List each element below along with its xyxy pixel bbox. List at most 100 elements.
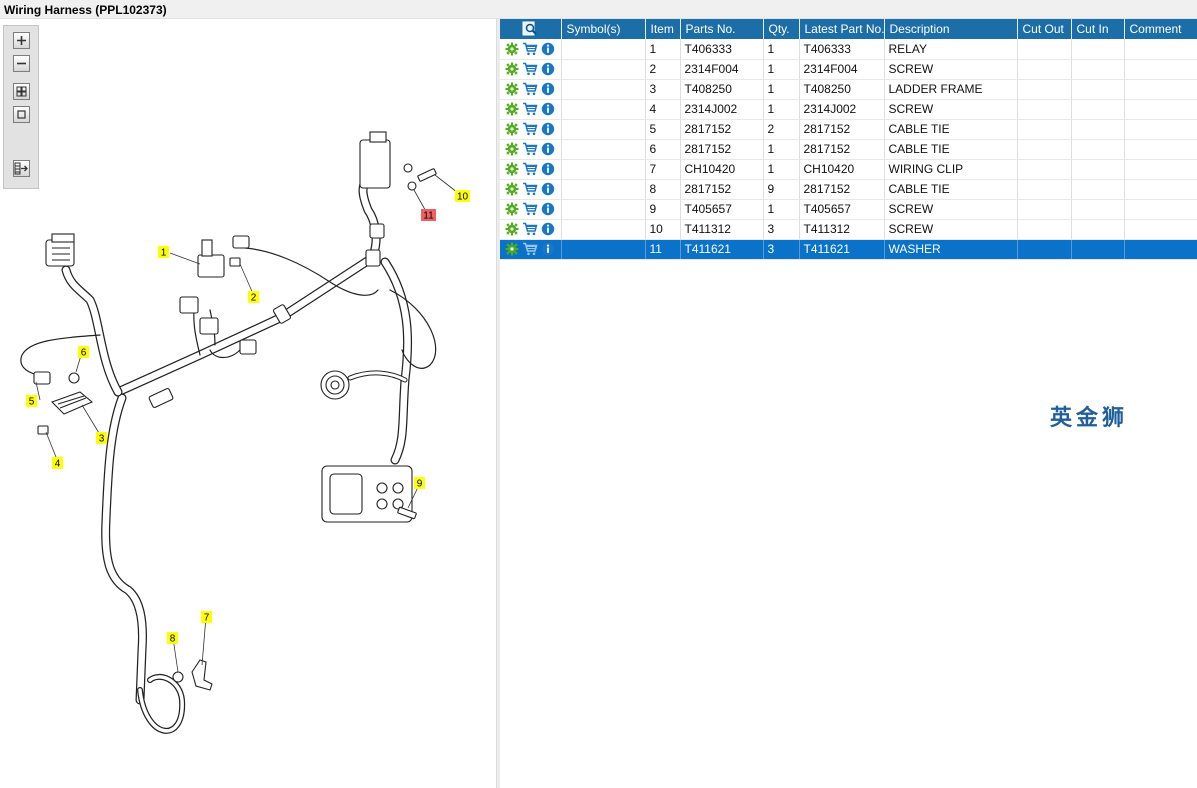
item-cell: 2 <box>645 59 681 80</box>
actual-size-button[interactable] <box>13 106 30 123</box>
qty-cell: 3 <box>763 239 800 260</box>
column-header-item[interactable]: Item <box>645 19 681 39</box>
fit-all-button[interactable] <box>13 83 30 100</box>
column-header-qty[interactable]: Qty. <box>763 19 800 39</box>
symbols-cell <box>561 59 646 80</box>
description-cell: LADDER FRAME <box>884 79 1018 100</box>
zoom-out-button[interactable] <box>13 55 30 72</box>
cart-icon[interactable] <box>522 121 538 137</box>
info-icon[interactable] <box>540 121 556 137</box>
info-icon[interactable] <box>540 181 556 197</box>
info-icon[interactable] <box>540 41 556 57</box>
latest-part-no-cell: 2817152 <box>799 179 885 200</box>
column-header-parts-no[interactable]: Parts No. <box>680 19 764 39</box>
cut-in-cell <box>1071 59 1125 80</box>
callout-7[interactable]: 7 <box>201 611 212 624</box>
gear-icon[interactable] <box>504 221 520 237</box>
row-actions-cell <box>500 79 562 100</box>
parts-no-cell: T405657 <box>680 199 764 220</box>
gear-icon[interactable] <box>504 81 520 97</box>
info-icon[interactable] <box>540 221 556 237</box>
column-header-cut-in[interactable]: Cut In <box>1071 19 1125 39</box>
diagram-pane[interactable]: 1 2 3 4 5 6 7 <box>0 19 496 788</box>
export-button[interactable] <box>13 160 30 177</box>
column-header-latest-part-no[interactable]: Latest Part No. <box>799 19 885 39</box>
info-icon[interactable] <box>540 141 556 157</box>
cut-in-cell <box>1071 239 1125 260</box>
symbols-cell <box>561 139 646 160</box>
info-icon[interactable] <box>540 201 556 217</box>
comment-cell <box>1124 159 1197 180</box>
column-header-actions[interactable] <box>500 19 562 39</box>
gear-icon[interactable] <box>504 181 520 197</box>
comment-cell <box>1124 79 1197 100</box>
zoom-in-button[interactable] <box>13 32 30 49</box>
gear-icon[interactable] <box>504 121 520 137</box>
cart-icon[interactable] <box>522 41 538 57</box>
info-icon[interactable] <box>540 61 556 77</box>
callout-4[interactable]: 4 <box>52 457 63 470</box>
cart-icon[interactable] <box>522 81 538 97</box>
callout-10[interactable]: 10 <box>455 190 470 203</box>
info-icon[interactable] <box>540 101 556 117</box>
column-header-symbols[interactable]: Symbol(s) <box>561 19 646 39</box>
gear-icon[interactable] <box>504 61 520 77</box>
row-actions-cell <box>500 139 562 160</box>
cart-icon[interactable] <box>522 141 538 157</box>
callout-2[interactable]: 2 <box>248 291 259 304</box>
column-header-comment[interactable]: Comment <box>1124 19 1197 39</box>
row-actions-cell <box>500 159 562 180</box>
callout-1[interactable]: 1 <box>158 246 169 259</box>
latest-part-no-cell: T411312 <box>799 219 885 240</box>
gear-icon[interactable] <box>504 241 520 257</box>
cut-in-cell <box>1071 79 1125 100</box>
gear-icon[interactable] <box>504 161 520 177</box>
wiring-harness-diagram[interactable]: 1 2 3 4 5 6 7 <box>0 19 496 788</box>
parts-no-cell: 2314J002 <box>680 99 764 120</box>
info-icon[interactable] <box>540 81 556 97</box>
column-header-description[interactable]: Description <box>884 19 1018 39</box>
callout-11[interactable]: 11 <box>421 209 436 222</box>
callout-3[interactable]: 3 <box>96 432 107 445</box>
callout-1-bg <box>158 246 169 258</box>
cart-icon[interactable] <box>522 241 538 257</box>
info-icon[interactable] <box>540 241 556 257</box>
callout-5-bg <box>26 395 37 407</box>
cart-icon[interactable] <box>522 201 538 217</box>
cart-icon[interactable] <box>522 181 538 197</box>
gear-icon[interactable] <box>504 101 520 117</box>
callout-9[interactable]: 9 <box>414 477 425 490</box>
callout-6[interactable]: 6 <box>78 346 89 359</box>
pane-splitter[interactable] <box>496 19 500 788</box>
row-actions-cell <box>500 39 562 60</box>
info-icon[interactable] <box>540 161 556 177</box>
cart-icon[interactable] <box>522 101 538 117</box>
cart-icon[interactable] <box>522 161 538 177</box>
callout-5[interactable]: 5 <box>26 395 37 408</box>
symbols-cell <box>561 119 646 140</box>
callout-2-label: 2 <box>251 293 257 304</box>
cart-icon[interactable] <box>522 221 538 237</box>
column-header-cut-out[interactable]: Cut Out <box>1017 19 1072 39</box>
gear-icon[interactable] <box>504 141 520 157</box>
callout-10-label: 10 <box>457 192 469 203</box>
latest-part-no-cell: T406333 <box>799 39 885 60</box>
cut-out-cell <box>1017 239 1072 260</box>
item-cell: 6 <box>645 139 681 160</box>
cart-icon[interactable] <box>522 61 538 77</box>
gear-icon[interactable] <box>504 201 520 217</box>
callout-8[interactable]: 8 <box>167 632 178 645</box>
cut-out-cell <box>1017 59 1072 80</box>
gear-icon[interactable] <box>504 41 520 57</box>
